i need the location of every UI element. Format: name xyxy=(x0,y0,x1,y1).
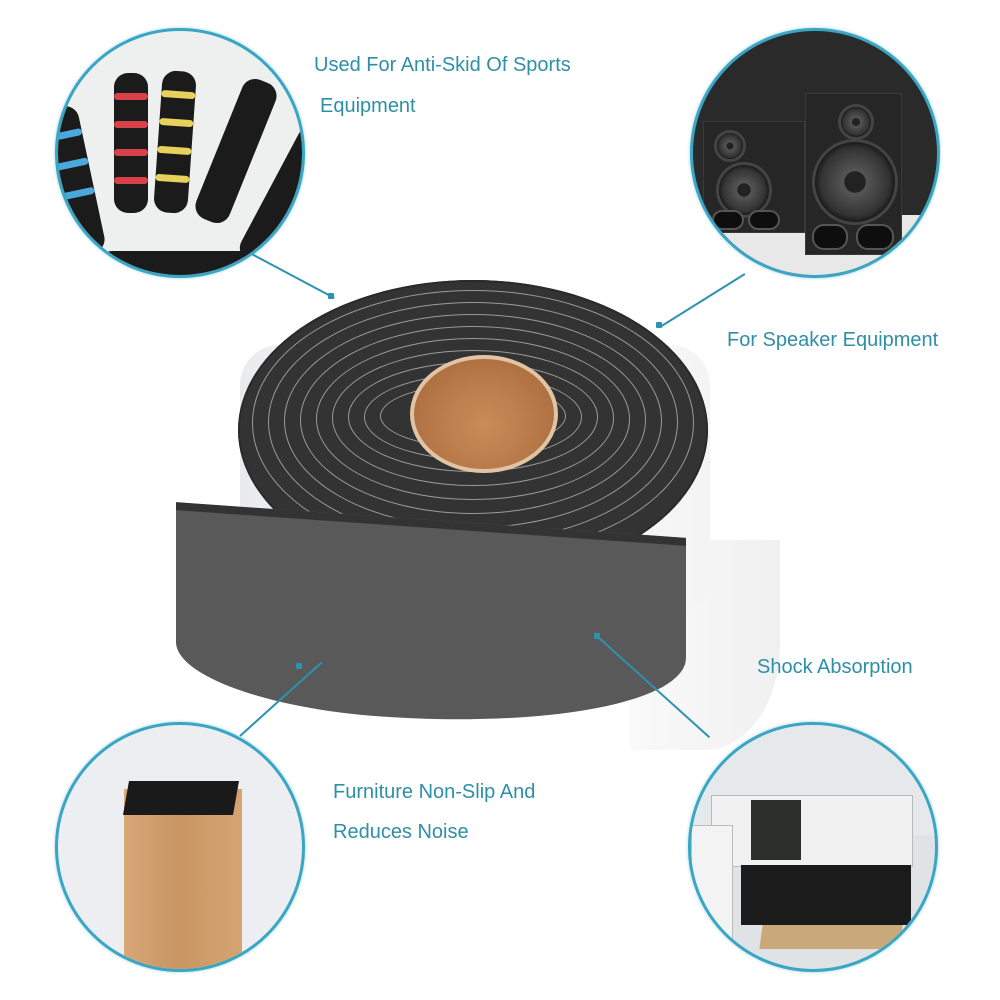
roll-layer xyxy=(316,338,630,500)
furniture-leg-photo xyxy=(55,722,305,972)
sports-equipment-photo xyxy=(55,28,305,278)
foam-pad xyxy=(123,781,239,815)
callout-furniture-line2: Reduces Noise xyxy=(333,821,469,843)
large-speaker xyxy=(805,93,902,255)
unrolled-foam-strip xyxy=(176,502,686,738)
cardboard-core xyxy=(410,355,558,473)
roll-layer xyxy=(300,326,646,514)
blue-grip xyxy=(58,103,108,259)
wooden-pallet xyxy=(759,925,903,949)
lathe-head xyxy=(711,795,913,867)
callout-sports-line1: Used For Anti-Skid Of Sports xyxy=(314,54,571,76)
lathe-base xyxy=(741,865,911,925)
callout-shock: Shock Absorption xyxy=(757,656,913,678)
anchor-dot-speaker xyxy=(656,322,662,328)
control-panel xyxy=(751,800,801,860)
callout-speaker: For Speaker Equipment xyxy=(727,329,939,351)
industrial-machine-photo xyxy=(688,722,938,972)
leader-line-speaker xyxy=(659,273,746,328)
callout-sports-line2: Equipment xyxy=(320,95,416,117)
wooden-leg xyxy=(124,789,242,969)
side-machine xyxy=(691,825,733,947)
black-grip xyxy=(98,251,278,275)
red-grip xyxy=(114,73,148,213)
callout-furniture-line1: Furniture Non-Slip And xyxy=(333,781,536,803)
anchor-dot-sports xyxy=(328,293,334,299)
anchor-dot-furniture xyxy=(296,663,302,669)
anchor-dot-shock xyxy=(594,633,600,639)
speaker-equipment-photo xyxy=(690,28,940,278)
yellow-grip xyxy=(153,69,197,215)
small-speaker xyxy=(703,121,805,233)
roll-layer xyxy=(332,350,614,486)
